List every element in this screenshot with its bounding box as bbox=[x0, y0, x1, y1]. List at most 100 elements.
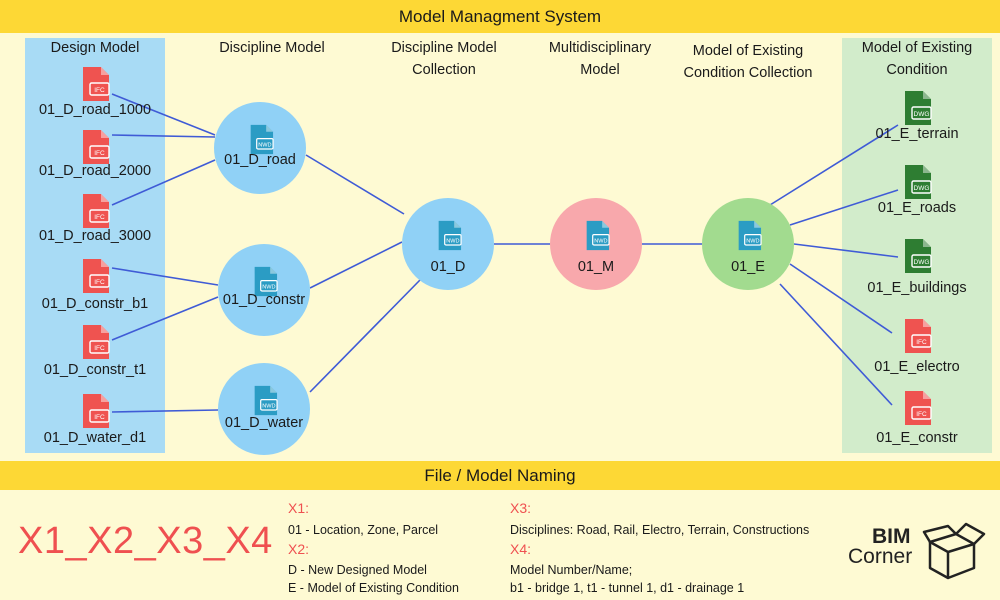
dwg-file-icon: DWG bbox=[905, 91, 932, 125]
header-design-model: Design Model bbox=[50, 40, 140, 56]
nwd-file-icon: NWD bbox=[254, 266, 278, 297]
design-file-label: 01_D_road_2000 bbox=[38, 163, 152, 179]
connection-line bbox=[789, 189, 899, 226]
design-file-label: 01_D_constr_b1 bbox=[41, 296, 149, 312]
ifc-file-icon: IFC bbox=[83, 259, 110, 293]
x1-title: X1: bbox=[288, 500, 310, 516]
nwd-file-icon: NWD bbox=[586, 220, 610, 251]
svg-text:NWD: NWD bbox=[446, 238, 459, 244]
ifc-file-icon: IFC bbox=[905, 391, 932, 425]
logo-line1: BIM bbox=[872, 525, 911, 548]
x4-line2: b1 - bridge 1, t1 - tunnel 1, d1 - drain… bbox=[510, 581, 745, 595]
header-existing-collection: Model of Existing Condition Collection bbox=[683, 43, 813, 81]
ifc-file-icon: IFC bbox=[905, 319, 932, 353]
model-node-label: 01_E bbox=[731, 259, 765, 275]
nwd-file-icon: NWD bbox=[738, 220, 762, 251]
existing-file-label: 01_E_constr bbox=[876, 430, 958, 446]
existing-file-label: 01_E_buildings bbox=[867, 280, 967, 296]
existing-file-label: 01_E_electro bbox=[874, 359, 960, 375]
design-file: IFC bbox=[80, 66, 110, 107]
design-file: IFC bbox=[80, 393, 110, 434]
header-discipline-collection: Discipline Model Collection bbox=[391, 40, 497, 78]
model-node-label: 01_D_water bbox=[224, 415, 304, 431]
design-file-label: 01_D_road_1000 bbox=[38, 102, 152, 118]
ifc-file-icon: IFC bbox=[83, 325, 110, 359]
existing-file: DWG bbox=[902, 90, 932, 131]
model-node: NWD bbox=[402, 198, 494, 290]
dwg-file-icon: DWG bbox=[905, 165, 932, 199]
svg-text:DWG: DWG bbox=[914, 111, 930, 118]
title-banner: Model Managment System bbox=[0, 0, 1000, 33]
nwd-file-icon: NWD bbox=[250, 124, 274, 155]
x2-title: X2: bbox=[288, 541, 310, 557]
existing-file: IFC bbox=[902, 318, 932, 359]
design-file: IFC bbox=[80, 129, 110, 170]
connection-line bbox=[111, 134, 216, 138]
existing-file-label: 01_E_roads bbox=[877, 200, 957, 216]
x4-title: X4: bbox=[510, 541, 532, 557]
design-file: IFC bbox=[80, 258, 110, 299]
x3-line1: Disciplines: Road, Rail, Electro, Terrai… bbox=[510, 523, 810, 537]
header-existing-condition: Model of Existing Condition bbox=[861, 40, 973, 78]
connection-line bbox=[111, 267, 219, 286]
model-node-label: 01_D_constr bbox=[222, 292, 306, 308]
svg-text:IFC: IFC bbox=[94, 214, 105, 221]
logo-line2: Corner bbox=[848, 545, 913, 568]
ifc-file-icon: IFC bbox=[83, 194, 110, 228]
design-file-label: 01_D_road_3000 bbox=[38, 228, 152, 244]
ifc-file-icon: IFC bbox=[83, 67, 110, 101]
model-node-label: 01_D_road bbox=[224, 152, 296, 168]
connection-line bbox=[309, 241, 403, 289]
x1-line1: 01 - Location, Zone, Parcel bbox=[288, 523, 439, 537]
svg-text:IFC: IFC bbox=[916, 411, 927, 418]
svg-text:NWD: NWD bbox=[262, 403, 275, 409]
x4-line1: Model Number/Name; bbox=[510, 563, 633, 577]
dwg-file-icon: DWG bbox=[905, 239, 932, 273]
model-node-label: 01_M bbox=[577, 259, 615, 275]
svg-text:NWD: NWD bbox=[746, 238, 759, 244]
design-file: IFC bbox=[80, 193, 110, 234]
svg-text:IFC: IFC bbox=[94, 279, 105, 286]
existing-file: DWG bbox=[902, 164, 932, 205]
header-discipline-model: Discipline Model bbox=[219, 40, 325, 56]
svg-text:IFC: IFC bbox=[94, 87, 105, 94]
existing-file: IFC bbox=[902, 390, 932, 431]
design-file-label: 01_D_constr_t1 bbox=[43, 362, 147, 378]
x2-line2: E - Model of Existing Condition bbox=[288, 581, 459, 595]
nwd-file-icon: NWD bbox=[438, 220, 462, 251]
connection-line bbox=[111, 159, 216, 206]
naming-banner: File / Model Naming bbox=[0, 461, 1000, 490]
svg-text:IFC: IFC bbox=[94, 345, 105, 352]
svg-text:DWG: DWG bbox=[914, 259, 930, 266]
connection-line bbox=[789, 263, 893, 334]
existing-file: DWG bbox=[902, 238, 932, 279]
connection-line bbox=[309, 279, 421, 393]
model-node: NWD bbox=[550, 198, 642, 290]
svg-text:NWD: NWD bbox=[258, 142, 271, 148]
model-node: NWD bbox=[218, 363, 310, 455]
design-model-panel bbox=[25, 38, 165, 453]
connection-line bbox=[111, 409, 219, 413]
bim-corner-logo: BIM Corner bbox=[848, 525, 913, 568]
model-node: NWD bbox=[702, 198, 794, 290]
model-node: NWD bbox=[214, 102, 306, 194]
naming-formula: X1_X2_X3_X4 bbox=[18, 520, 273, 562]
design-file-label: 01_D_water_d1 bbox=[43, 430, 147, 446]
svg-text:DWG: DWG bbox=[914, 185, 930, 192]
x3-title: X3: bbox=[510, 500, 532, 516]
svg-text:NWD: NWD bbox=[594, 238, 607, 244]
ifc-file-icon: IFC bbox=[83, 394, 110, 428]
header-multidisciplinary: Multidisciplinary Model bbox=[548, 40, 652, 78]
svg-text:IFC: IFC bbox=[94, 414, 105, 421]
design-file: IFC bbox=[80, 324, 110, 365]
cube-icon bbox=[922, 522, 986, 580]
x2-line1: D - New Designed Model bbox=[288, 563, 427, 577]
connection-line bbox=[305, 154, 405, 215]
ifc-file-icon: IFC bbox=[83, 130, 110, 164]
connection-line bbox=[111, 296, 219, 341]
connection-line bbox=[779, 283, 893, 406]
svg-text:IFC: IFC bbox=[94, 150, 105, 157]
model-node: NWD bbox=[218, 244, 310, 336]
connection-line bbox=[111, 93, 216, 136]
